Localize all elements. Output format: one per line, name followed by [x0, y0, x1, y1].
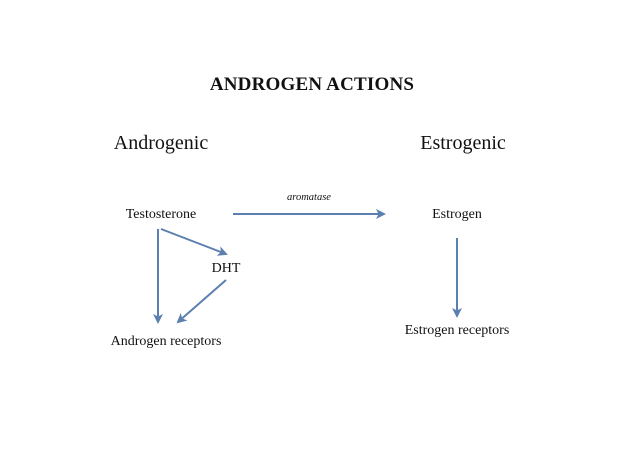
node-estrogen: Estrogen	[432, 207, 482, 222]
edge-label-aromatase: aromatase	[287, 192, 331, 203]
node-androgen-receptors: Androgen receptors	[110, 334, 222, 349]
arrow-testosterone-to-dht	[160, 228, 228, 256]
arrow-dht-to-androgen-receptors	[176, 279, 227, 324]
node-dht: DHT	[211, 261, 241, 276]
node-testosterone: Testosterone	[125, 207, 197, 222]
node-estrogen-receptors: Estrogen receptors	[404, 323, 510, 338]
heading-androgenic: Androgenic	[113, 132, 209, 154]
diagram-title: ANDROGEN ACTIONS	[209, 74, 415, 95]
heading-estrogenic: Estrogenic	[420, 132, 506, 154]
